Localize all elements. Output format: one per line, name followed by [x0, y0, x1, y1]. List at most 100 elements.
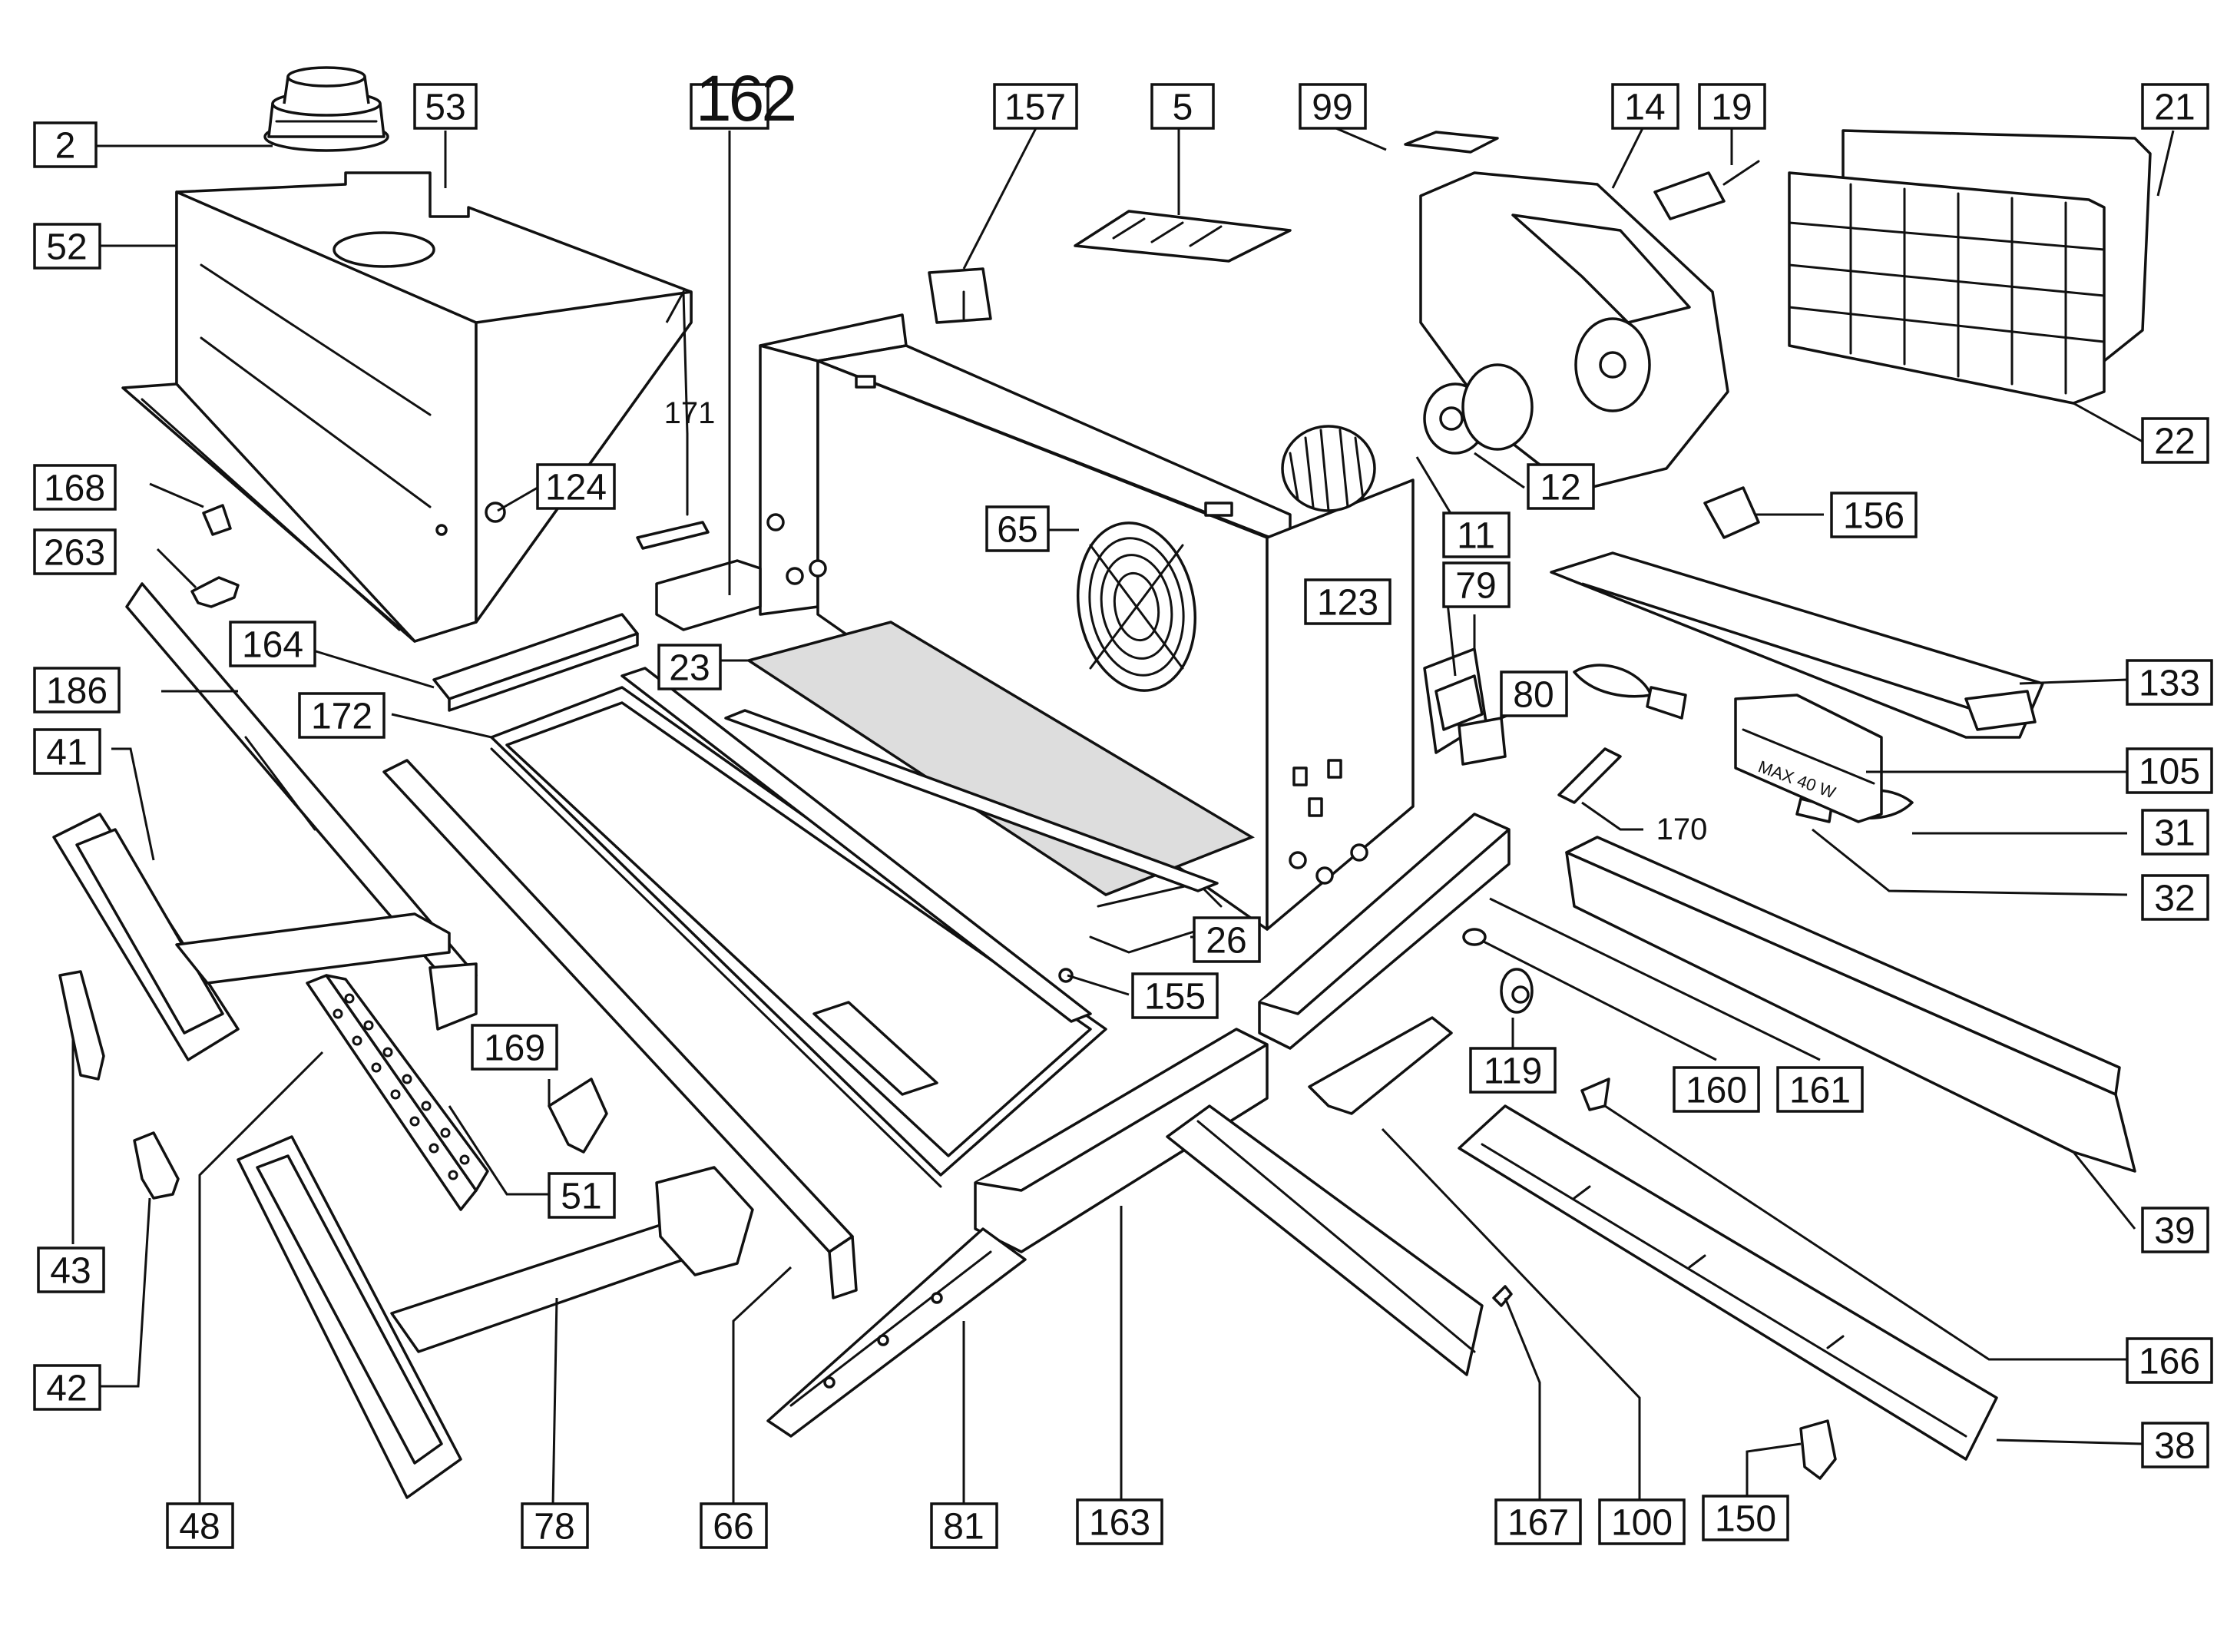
svg-text:168: 168: [44, 468, 105, 509]
svg-text:65: 65: [997, 510, 1037, 551]
callout-119: 119: [1469, 1047, 1557, 1094]
part-long-bar-66: [382, 759, 858, 1299]
svg-text:42: 42: [46, 1369, 87, 1409]
svg-text:39: 39: [2154, 1211, 2195, 1252]
callout-133: 133: [2126, 659, 2213, 706]
callout-124: 124: [536, 463, 616, 510]
part-clip-157: [928, 267, 992, 324]
callout-150: 150: [1702, 1495, 1789, 1541]
part-cross-member: [974, 1028, 1269, 1253]
callout-78: 78: [521, 1502, 589, 1549]
callout-21: 21: [2141, 83, 2209, 130]
svg-text:172: 172: [311, 697, 372, 737]
svg-text:2: 2: [55, 126, 76, 167]
callout-19: 19: [1698, 83, 1766, 130]
callout-161: 161: [1776, 1066, 1864, 1113]
callout-167: 167: [1494, 1498, 1582, 1545]
part-clip-169: [548, 1078, 608, 1154]
part-fan-grille: [1076, 521, 1197, 692]
part-tray-frame: [490, 686, 1107, 1188]
part-washer-160: [1462, 928, 1487, 946]
part-hood-cover: [121, 171, 693, 643]
svg-text:161: 161: [1789, 1071, 1851, 1111]
callout-39: 39: [2141, 1207, 2209, 1253]
part-clip-150: [1799, 1419, 1837, 1480]
callout-166: 166: [2126, 1337, 2213, 1384]
svg-text:78: 78: [534, 1507, 574, 1548]
part-handle-frame: [52, 813, 451, 1061]
svg-text:43: 43: [50, 1251, 91, 1292]
callout-14: 14: [1611, 83, 1679, 130]
callout-22: 22: [2141, 417, 2209, 464]
svg-text:19: 19: [1711, 88, 1752, 128]
svg-text:31: 31: [2154, 813, 2195, 854]
part-bulb-left: [1573, 664, 1687, 720]
svg-text:164: 164: [242, 625, 303, 666]
svg-text:167: 167: [1507, 1503, 1569, 1544]
callout-42: 42: [33, 1364, 101, 1411]
svg-text:166: 166: [2139, 1342, 2200, 1382]
callout-38: 38: [2141, 1422, 2209, 1468]
callout-100: 100: [1598, 1498, 1686, 1545]
callout-26: 26: [1193, 916, 1261, 963]
part-inner-rail: [620, 667, 1219, 1023]
part-pad-156: [1703, 486, 1760, 539]
part-perforated-panel: [306, 974, 489, 1211]
callout-41: 41: [33, 728, 101, 775]
svg-text:23: 23: [669, 648, 710, 689]
part-screw-155: [1058, 968, 1074, 983]
part-profile-164: [432, 613, 639, 712]
callout-80: 80: [1500, 670, 1568, 717]
part-grille-5: [1074, 210, 1292, 263]
svg-text:160: 160: [1686, 1071, 1747, 1111]
callout-51: 51: [548, 1172, 616, 1219]
part-slide-rail: [1166, 1104, 1484, 1376]
callout-53: 53: [413, 83, 478, 130]
part-plate-99: [1404, 131, 1499, 154]
part-clip-166: [1580, 1078, 1610, 1111]
part-blower-wheel: [1281, 425, 1376, 512]
callout-43: 43: [37, 1246, 105, 1293]
svg-text:123: 123: [1317, 583, 1378, 624]
part-collar: [263, 66, 389, 152]
svg-text:32: 32: [2154, 879, 2195, 919]
callout-105: 105: [2126, 747, 2213, 794]
svg-text:186: 186: [46, 671, 108, 712]
part-channel-right: [1258, 813, 1511, 1050]
callout-31: 31: [2141, 809, 2209, 856]
svg-text:48: 48: [179, 1507, 220, 1548]
svg-text:26: 26: [1206, 921, 1246, 962]
svg-text:21: 21: [2154, 88, 2195, 128]
svg-text:79: 79: [1455, 566, 1496, 607]
callout-48: 48: [166, 1502, 234, 1549]
part-glass-panel: [1458, 1104, 1998, 1461]
svg-text:99: 99: [1312, 88, 1352, 128]
callout-172: 172: [298, 692, 386, 739]
callout-32: 32: [2141, 874, 2209, 921]
part-bar-171: [636, 432, 710, 550]
svg-text:11: 11: [1457, 516, 1495, 557]
callout-157: 157: [993, 83, 1078, 130]
part-motor: [1423, 363, 1534, 455]
callout-66: 66: [700, 1502, 768, 1549]
callout-186: 186: [33, 667, 121, 713]
callout-160: 160: [1673, 1066, 1760, 1113]
part-channel-bracket: [655, 559, 762, 631]
svg-text:156: 156: [1843, 496, 1904, 537]
callout-79: 79: [1442, 561, 1511, 608]
part-rear-profile: [1565, 836, 2136, 1173]
callout-170: 170: [1656, 813, 1708, 846]
svg-text:51: 51: [561, 1177, 601, 1217]
callout-263: 263: [33, 528, 117, 575]
callout-123: 123: [1304, 578, 1391, 625]
part-knob-119: [1500, 968, 1534, 1014]
svg-text:169: 169: [484, 1028, 545, 1069]
svg-text:263: 263: [44, 533, 105, 574]
part-electrical-box: [1423, 647, 1507, 766]
part-telescopic-slide: [766, 1227, 1027, 1438]
svg-text:12: 12: [1540, 468, 1580, 508]
parts-layer: MAX 40 W: [52, 66, 2152, 1499]
callout-163: 163: [1076, 1498, 1163, 1545]
